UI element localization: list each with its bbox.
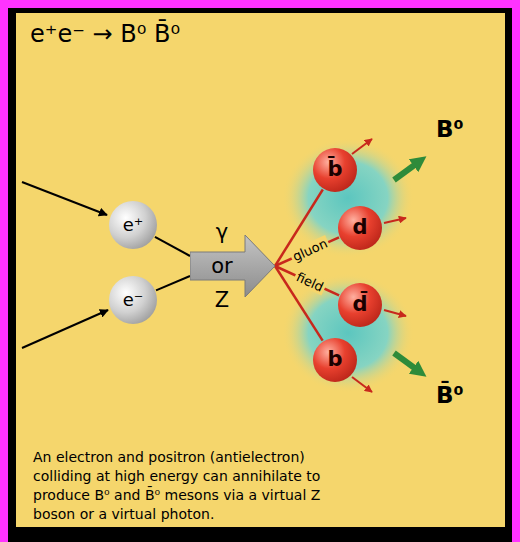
exchange-arrow: γ or Z bbox=[190, 215, 275, 317]
momentum-arrow bbox=[352, 139, 372, 154]
meson-label: B̄⁰ bbox=[436, 382, 464, 408]
incoming-line bbox=[22, 310, 108, 348]
momentum-arrow bbox=[352, 377, 372, 392]
meson-glow bbox=[282, 138, 414, 258]
quark-label: d̄ bbox=[352, 293, 367, 316]
caption: An electron and positron (antielectron) … bbox=[33, 448, 363, 524]
particle-label: e⁺ bbox=[123, 215, 144, 235]
lepton-circle: e⁺ bbox=[109, 201, 157, 249]
momentum-arrow bbox=[384, 310, 406, 316]
meson-arrow bbox=[394, 353, 420, 372]
lepton-circle: e⁻ bbox=[109, 276, 157, 324]
incoming-line bbox=[22, 182, 107, 215]
quark-circle: b bbox=[313, 338, 357, 382]
quark-label: b̄ bbox=[327, 158, 342, 181]
quark-circle: d bbox=[338, 206, 382, 250]
meson-glow bbox=[282, 273, 414, 393]
momentum-arrow bbox=[384, 218, 406, 223]
meson-label: B⁰ bbox=[436, 116, 464, 142]
particle-label: e⁻ bbox=[123, 290, 144, 310]
quark-circle: d̄ bbox=[338, 283, 382, 327]
beam-line bbox=[156, 276, 190, 290]
quark-label: d bbox=[352, 216, 367, 239]
diagram-title: e⁺e⁻ → B⁰ B̄⁰ bbox=[30, 20, 180, 48]
exchange-label: γ or Z bbox=[211, 215, 232, 317]
arrow-text-wrap: γ or Z bbox=[190, 215, 254, 317]
quark-label: b bbox=[327, 348, 342, 371]
beam-line bbox=[155, 237, 190, 256]
meson-arrow bbox=[394, 161, 420, 180]
quark-circle: b̄ bbox=[313, 148, 357, 192]
